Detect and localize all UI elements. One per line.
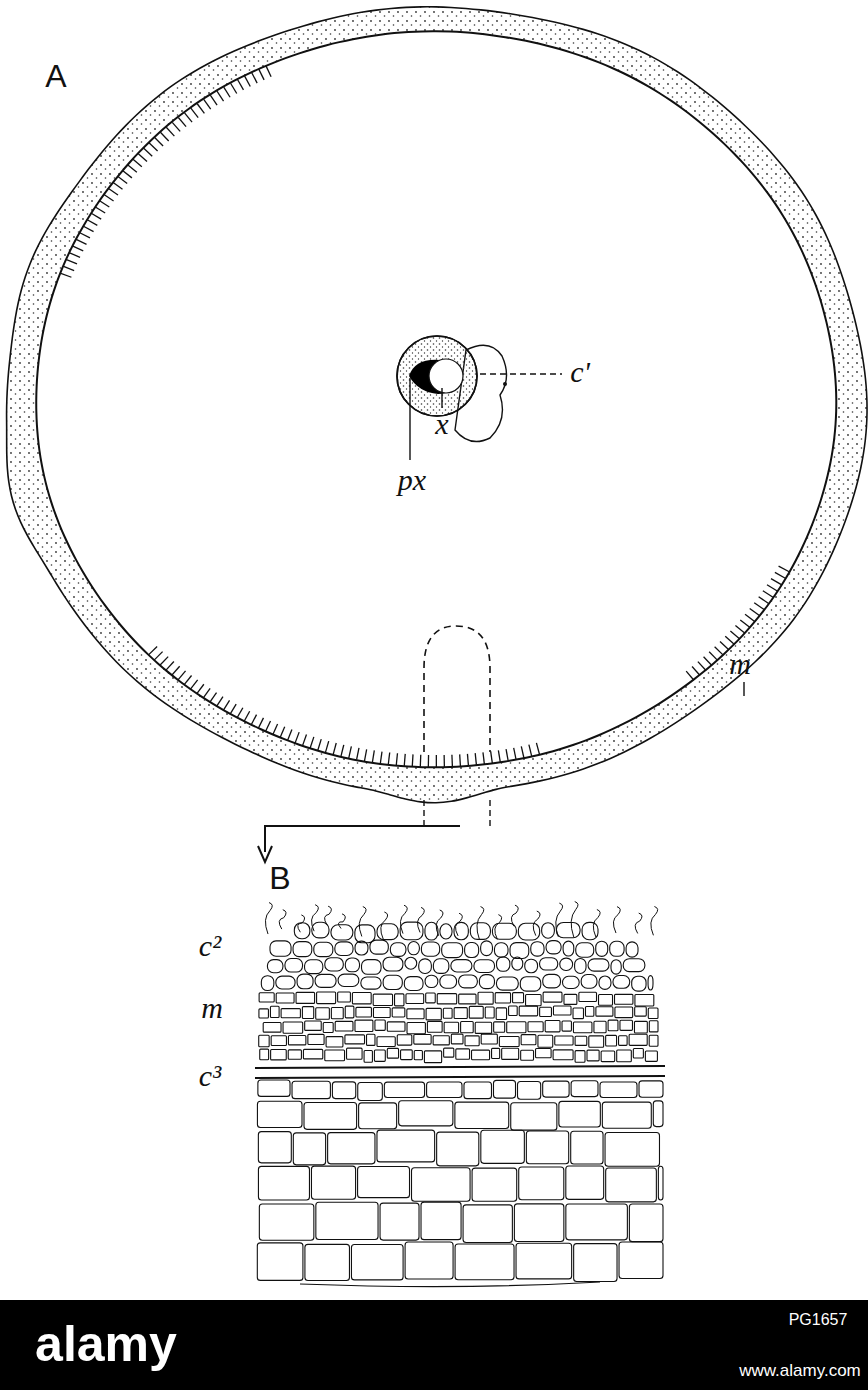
- watermark: PG1657: [789, 1312, 848, 1328]
- watermark: alamy: [35, 1319, 177, 1369]
- watermark-bar: [0, 1300, 868, 1390]
- panel-letter: B: [269, 862, 290, 894]
- inner-outline: [36, 31, 836, 767]
- leader-line: [743, 682, 744, 696]
- part-label: m: [729, 649, 751, 679]
- cortex-band: [7, 7, 867, 803]
- xylem: [429, 359, 463, 393]
- sample-region: [424, 626, 490, 752]
- hatch-ticks: [60, 66, 789, 767]
- leader-line: [441, 388, 442, 408]
- part-label: c²: [199, 931, 221, 961]
- part-label: m: [201, 993, 223, 1023]
- part-label: px: [398, 465, 426, 495]
- leader-line: [480, 373, 562, 374]
- panel-letter: A: [45, 60, 66, 92]
- part-label: c': [570, 357, 590, 387]
- leader-line: [409, 378, 410, 460]
- central-cylinder: [397, 336, 477, 416]
- watermark: www.alamy.com: [739, 1362, 861, 1379]
- part-label: x: [435, 409, 448, 439]
- pointer-arrow: [265, 826, 460, 852]
- outer-outline: [7, 7, 867, 803]
- part-label: c³: [199, 1061, 221, 1091]
- region-mark: [424, 800, 490, 826]
- cell-drawing: [255, 902, 665, 1287]
